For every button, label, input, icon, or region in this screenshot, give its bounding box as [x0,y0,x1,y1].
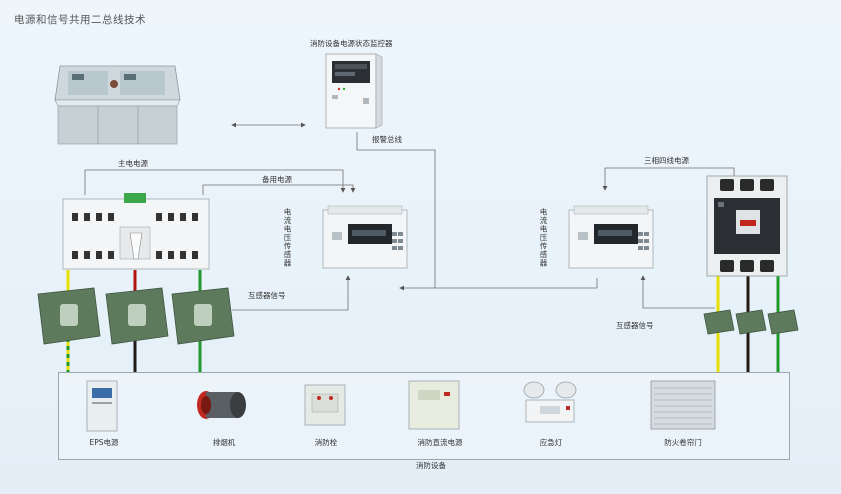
equipment-label-shutter-door: 防火卷帘门 [664,438,702,447]
sensor-right-label: 电流电压传感器 [539,208,548,268]
dual-power-switch [62,193,210,270]
main-power-line [84,169,346,195]
fire-shutter-door-icon [650,380,716,430]
ct-signal-right-line [640,275,715,309]
sensor-bus-line [399,278,598,291]
ct-signal-left-label: 互感器信号 [248,291,286,300]
monitor-device [325,53,383,129]
equipment-label-eps: EPS电源 [89,438,119,447]
alarm-bus-line [356,132,436,288]
sensor-right-device [568,205,654,269]
equipment-label-dc-power: 消防直流电源 [417,438,463,447]
alarm-bus-label: 报警总线 [372,135,402,144]
backup-power-line [202,184,356,195]
fire-hydrant-icon [304,384,346,426]
sensor-left-device [322,205,408,269]
sensor-left-label: 电流电压传感器 [283,208,292,268]
three-phase-label: 三相四线电源 [644,156,689,165]
main-console [54,65,181,145]
emergency-light-icon [523,381,577,423]
three-phase-line [602,167,735,191]
equipment-label-fan: 排烟机 [212,438,236,447]
ct-signal-left-line [232,275,351,311]
equipment-label-hydrant: 消防栓 [314,438,338,447]
monitor-label: 消防设备电源状态监控器 [310,39,393,48]
ct-signal-right-label: 互感器信号 [616,321,654,330]
left-current-transformers [37,287,235,345]
fire-equipment-label: 消防设备 [416,461,446,470]
smoke-exhaust-fan-icon [197,391,246,419]
diagram-title: 电源和信号共用二总线技术 [14,14,146,26]
fire-dc-power-icon [408,380,460,430]
backup-power-label: 备用电源 [262,175,292,184]
eps-power-icon [86,380,118,432]
circuit-breaker [706,175,788,277]
right-current-transformers [703,309,799,335]
equipment-label-emergency-light: 应急灯 [539,438,563,447]
main-power-label: 主电电源 [118,159,148,168]
